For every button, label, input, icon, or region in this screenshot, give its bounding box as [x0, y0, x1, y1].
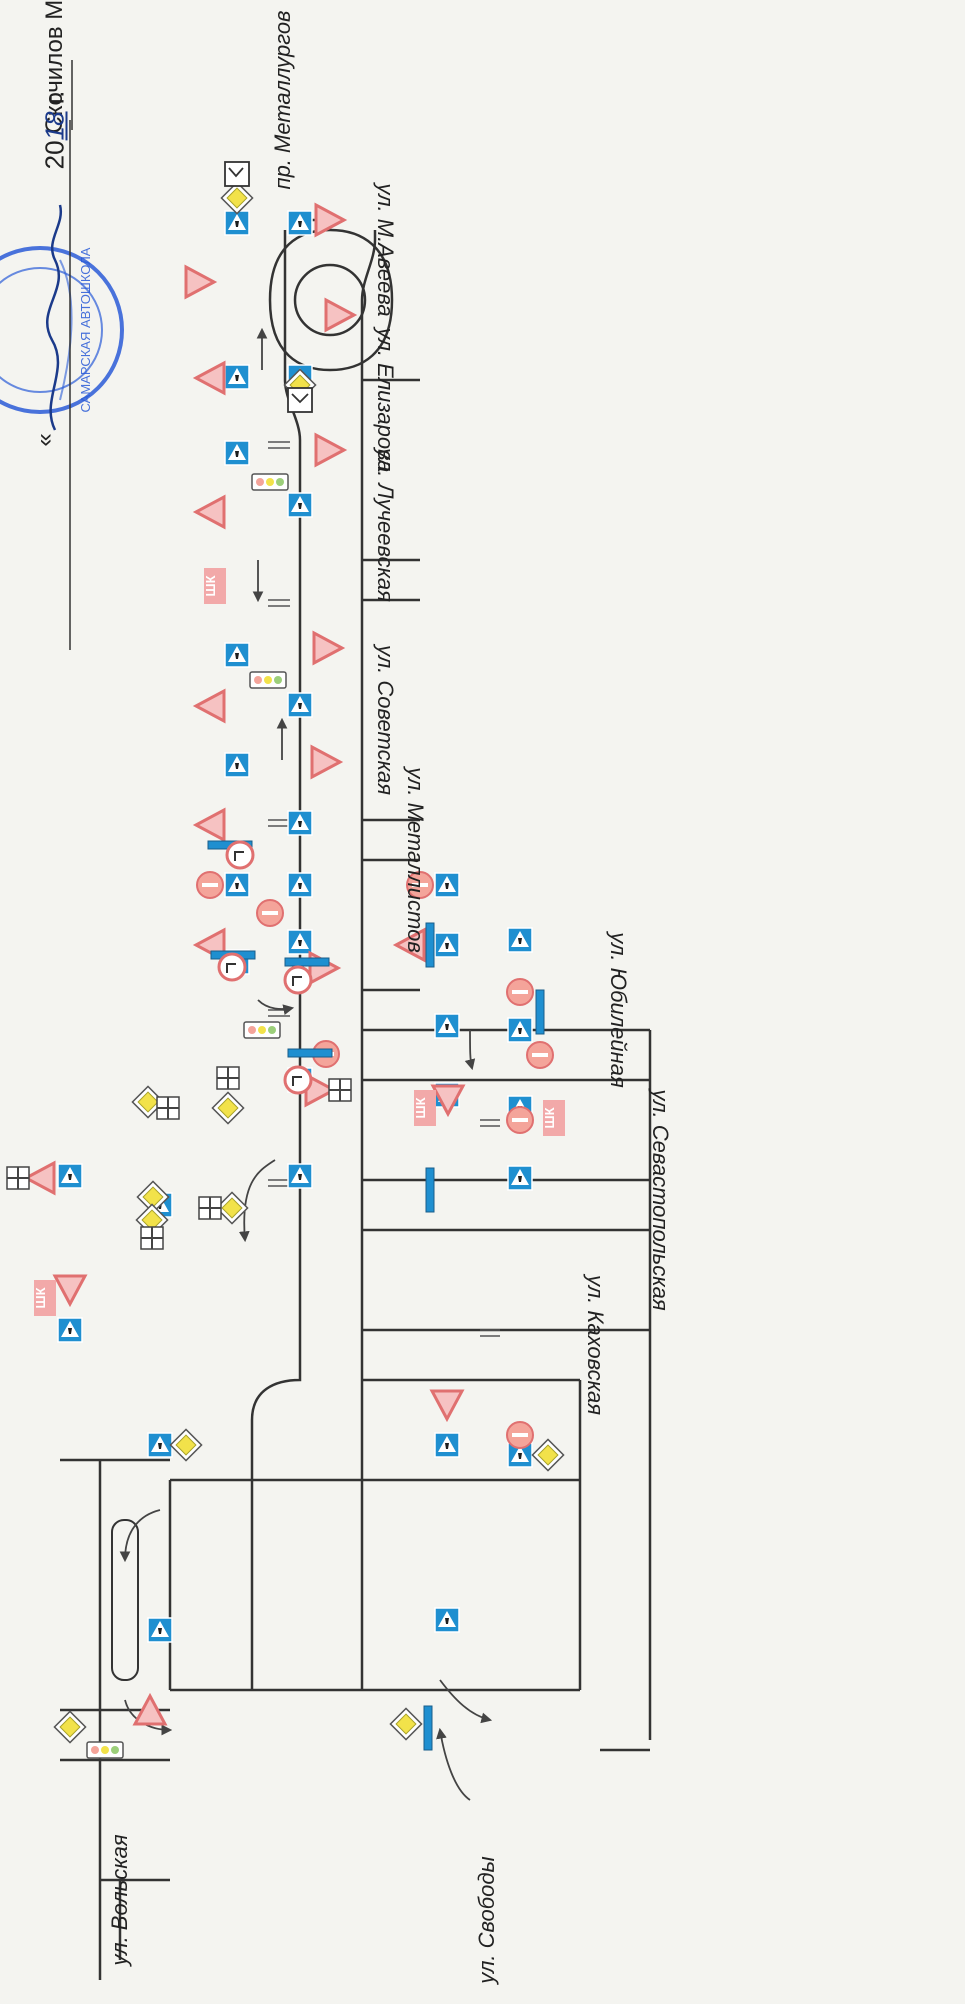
crossing-boxes [224, 161, 313, 413]
cross-streets [60, 218, 652, 1752]
street-label-kakhovskaya: ул. Каховская [583, 1275, 608, 1415]
traffic-lights [86, 473, 289, 1759]
school-zone-label-1: ШК [203, 575, 218, 596]
year-suffix: 18 [39, 111, 70, 141]
street-label-volskaya: ул. Вольская [107, 1834, 132, 1966]
street-label-sovetskaya: ул. Советская [373, 645, 398, 795]
street-label-svobody: ул. Свободы [474, 1856, 499, 1984]
signature [46, 204, 63, 431]
lane-signs [207, 840, 545, 1751]
year-unit: г. [39, 90, 70, 105]
crosswalk-marks [268, 441, 500, 1337]
approval-year: 2018 г. [40, 91, 71, 170]
median-island [111, 1519, 139, 1681]
main-road [250, 230, 377, 1690]
school-zone-label-4: ШК [33, 1287, 48, 1308]
street-label-sevastopolskaya: ул. Севастопольская [648, 1089, 673, 1311]
street-label-yubileynaya: ул. Юбилейная [606, 932, 631, 1088]
route-arrows [119, 327, 493, 1801]
quote-mark: « [31, 433, 58, 447]
school-zone-label-3: ШК [542, 1107, 557, 1128]
street-label-m-aveeva: ул. М.Авеева [373, 183, 398, 317]
street-label-metallurgov: пр. Металлургов [270, 10, 295, 190]
street-label-metallistov: ул. Металлистов [403, 767, 428, 953]
official-stamp [0, 246, 124, 414]
school-zone-badges: ШК ШК ШК ШК [33, 568, 565, 1316]
year-prefix: 20 [39, 140, 70, 170]
street-label-lucheeskaya: ул. Лучеевская [373, 448, 398, 602]
school-zone-label-2: ШК [413, 1097, 428, 1118]
stamp-text: САМАРСКАЯ АВТОШКОЛА [78, 247, 93, 412]
pedestrian-crossing-signs [57, 210, 533, 1643]
volskaya-road [60, 1460, 170, 1980]
